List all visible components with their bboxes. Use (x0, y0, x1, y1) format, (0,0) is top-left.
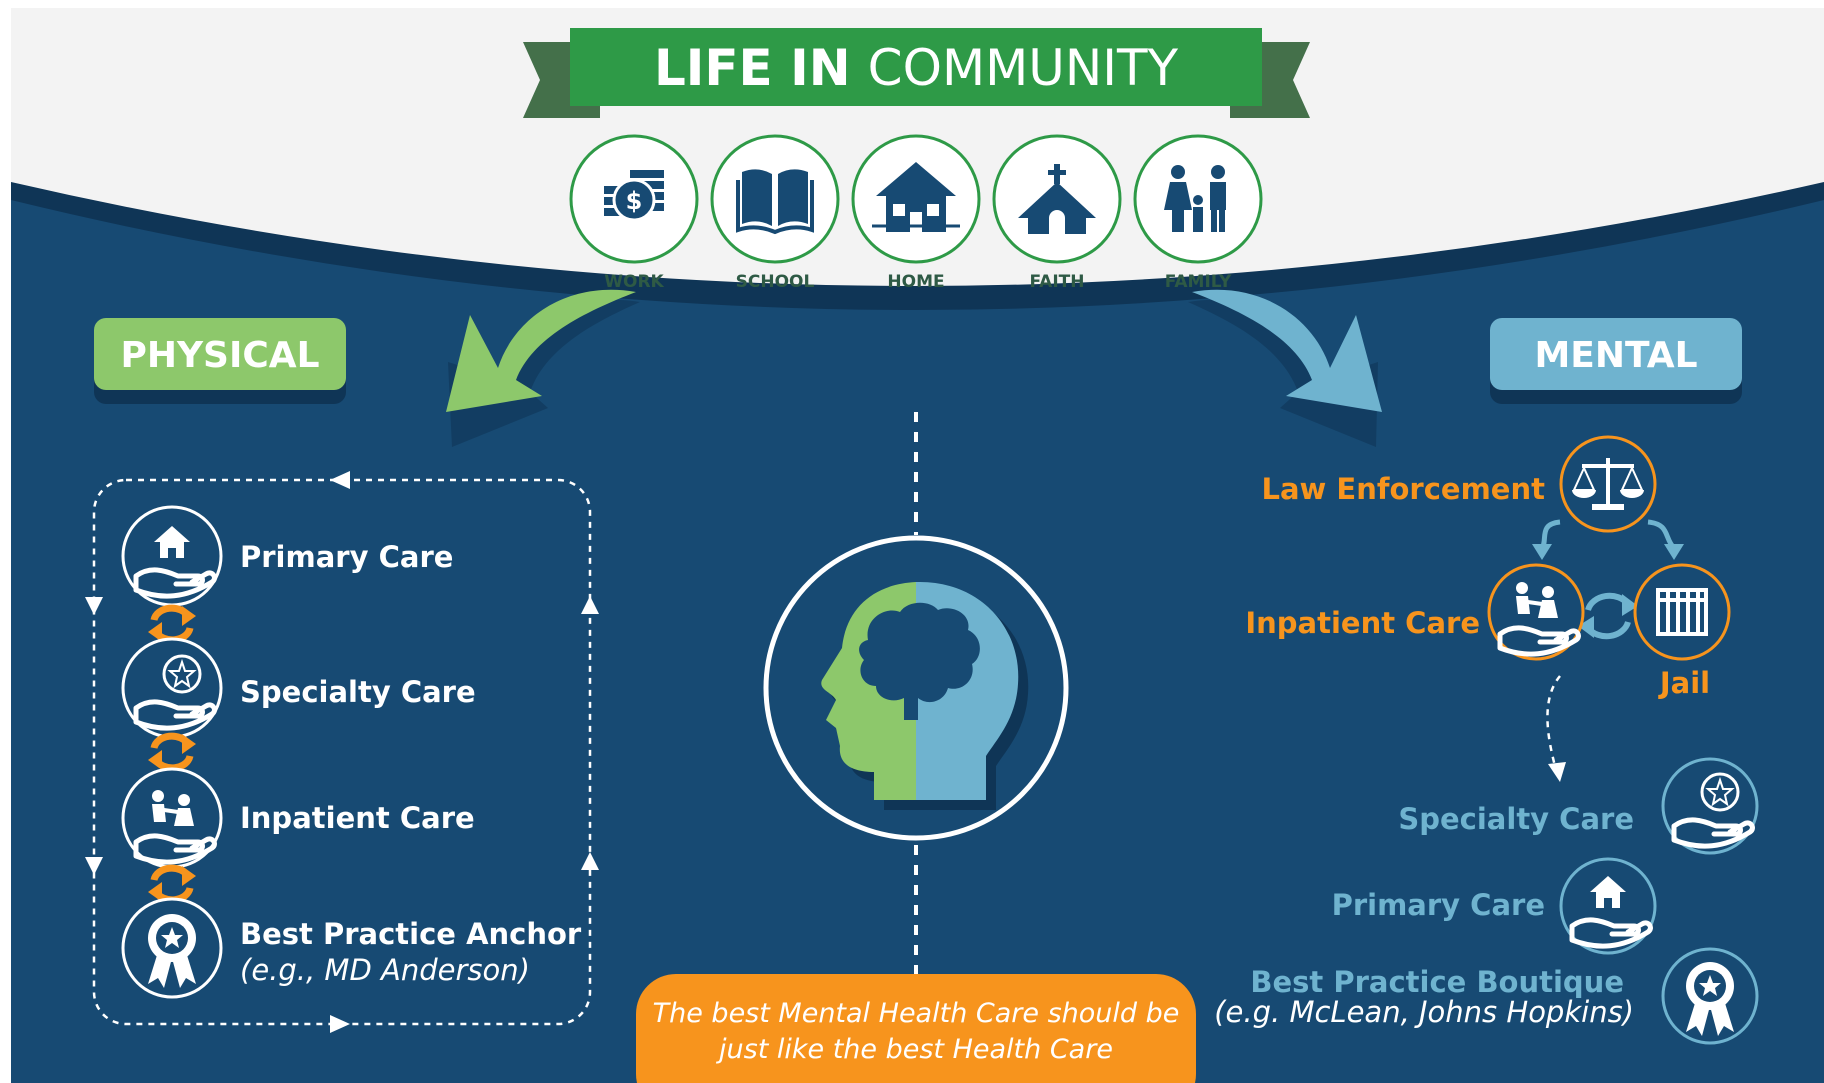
banner-title: LIFE IN COMMUNITY (654, 39, 1179, 97)
community-label: SCHOOL (736, 272, 815, 292)
money-icon: $ (604, 170, 664, 222)
physical-item-specialty-care: Specialty Care (121, 637, 476, 739)
community-item-work: $ WORK (569, 134, 699, 292)
community-label: FAITH (1030, 272, 1085, 292)
physical-item-best-practice-anchor: Best Practice Anchor (e.g., MD Anderson) (121, 897, 582, 999)
house-icon (872, 162, 960, 232)
physical-label: Best Practice Anchor (240, 917, 582, 951)
mental-label: Primary Care (1332, 888, 1545, 922)
physical-tag: PHYSICAL (94, 318, 346, 404)
mental-flow-arrow (1546, 675, 1561, 771)
physical-title: PHYSICAL (120, 335, 319, 376)
community-label: HOME (887, 272, 944, 292)
physical-item-inpatient-care: Inpatient Care (121, 767, 475, 869)
physical-sublabel: (e.g., MD Anderson) (240, 953, 530, 987)
mental-cycle-label: Law Enforcement (1262, 472, 1546, 506)
mental-item-primary-care: Primary Care (1332, 857, 1657, 955)
physical-arrow (446, 289, 640, 447)
quote-line-1: The best Mental Health Care should be (653, 998, 1180, 1029)
mental-cycle-inpatient-care: Inpatient Care (1245, 563, 1585, 661)
mental-cycle-jail: Jail (1633, 563, 1731, 700)
community-label: FAMILY (1165, 272, 1232, 292)
book-icon (736, 169, 814, 235)
family-icon (1164, 165, 1226, 232)
mental-cycle (1532, 519, 1684, 640)
mental-cycle-law-enforcement: Law Enforcement (1262, 435, 1657, 533)
community-label: WORK (604, 272, 664, 292)
physical-loop (85, 471, 599, 1033)
quote-box: The best Mental Health Care should be ju… (636, 974, 1196, 1083)
community-item-school: SCHOOL (710, 134, 840, 292)
mental-sublabel: (e.g. McLean, Johns Hopkins) (1214, 995, 1634, 1029)
physical-item-primary-care: Primary Care (121, 505, 453, 607)
hand-star-icon (136, 654, 214, 728)
physical-label: Primary Care (240, 540, 453, 574)
mental-label: Specialty Care (1398, 802, 1634, 836)
community-item-faith: FAITH (992, 134, 1122, 292)
svg-text:$: $ (626, 187, 643, 215)
community-item-home: HOME (851, 134, 981, 292)
mental-item-best-practice-boutique: Best Practice Boutique (e.g. McLean, Joh… (1214, 947, 1759, 1045)
scales-icon (1572, 458, 1644, 510)
hand-star-icon (1674, 772, 1752, 846)
hand-house-icon (1572, 876, 1650, 946)
physical-label: Inpatient Care (240, 801, 475, 835)
mental-cycle-label: Inpatient Care (1245, 606, 1480, 640)
mental-cycle-label: Jail (1658, 666, 1710, 700)
jail-bars-icon (1656, 588, 1708, 636)
community-item-family: FAMILY (1133, 134, 1263, 292)
brain-head-icon (821, 581, 1029, 810)
church-icon (1018, 164, 1096, 234)
mental-tag: MENTAL (1490, 318, 1742, 404)
quote-line-2: just like the best Health Care (715, 1034, 1113, 1065)
title-banner: LIFE IN COMMUNITY (523, 28, 1310, 118)
mental-title: MENTAL (1534, 335, 1697, 376)
mental-flow-arrowhead (1548, 762, 1566, 782)
mental-item-specialty-care: Specialty Care (1398, 757, 1759, 855)
hand-house-icon (136, 526, 214, 596)
mental-label: Best Practice Boutique (1250, 965, 1624, 999)
physical-label: Specialty Care (240, 675, 476, 709)
mental-arrow (1188, 289, 1382, 447)
